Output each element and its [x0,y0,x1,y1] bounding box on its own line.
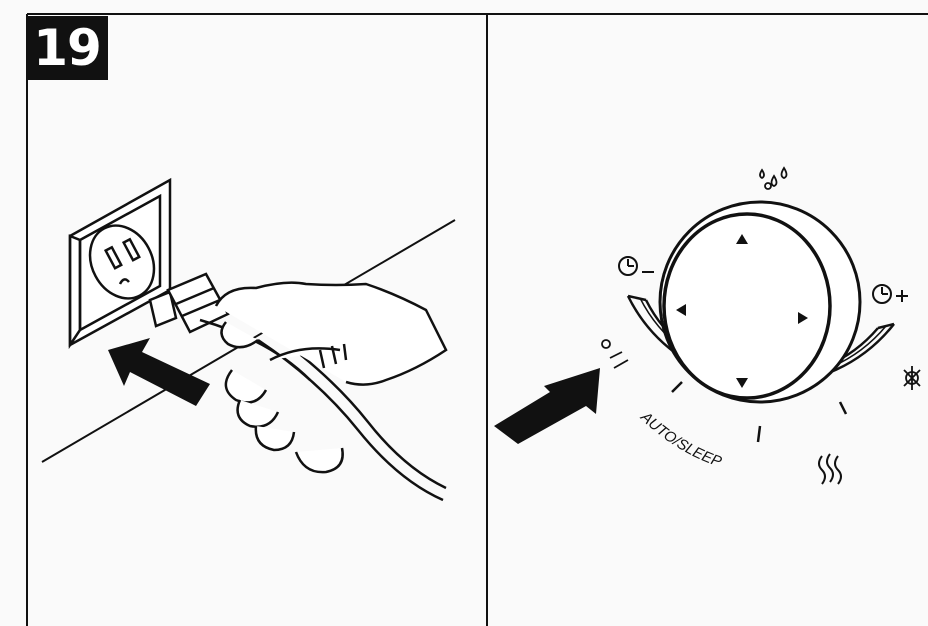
knob-arrows [676,234,808,388]
right-arrow-icon[interactable] [798,312,808,324]
hand [214,281,448,474]
control-knob[interactable] [658,200,862,404]
panel-frame [26,13,928,626]
wall-outlet [68,177,172,350]
insert-arrow-icon [108,338,210,406]
step-number-badge: 19 [26,16,108,80]
up-arrow-icon[interactable] [736,234,748,244]
timer-minus-icon [618,256,654,276]
left-arrow-icon[interactable] [676,304,686,316]
fan-snowflake-icon [903,366,921,390]
pointer-arrow-icon [494,368,600,444]
off-circle-icon [601,339,629,369]
heat-waves-icon [818,453,842,485]
timer-plus-icon [872,284,908,304]
dehumidify-drops-icon [759,166,788,190]
down-arrow-icon[interactable] [736,378,748,388]
mode-label: AUTO/SLEEP [637,408,724,471]
